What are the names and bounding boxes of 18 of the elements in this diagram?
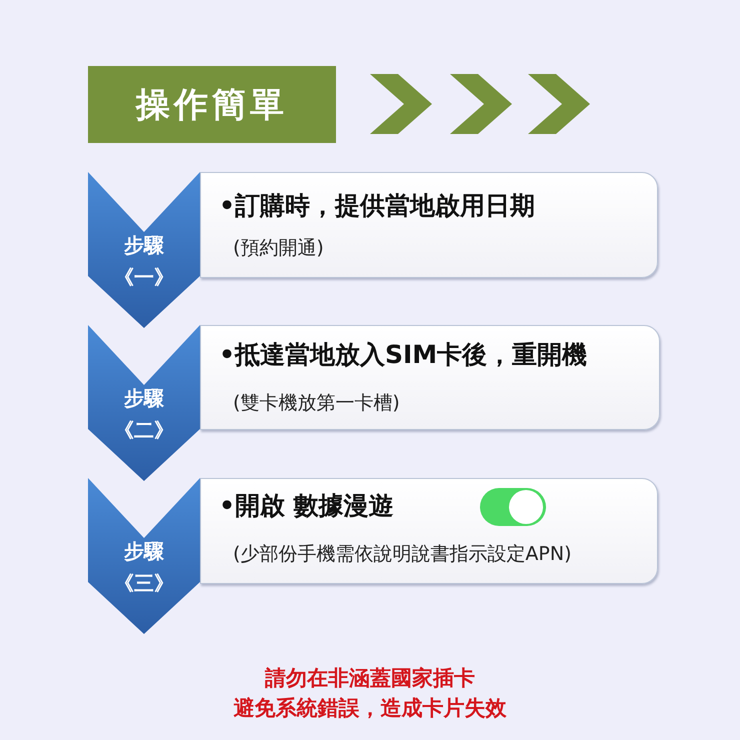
step-note: (雙卡機放第一卡槽) bbox=[233, 391, 400, 416]
step-banner bbox=[88, 325, 200, 481]
step-note: (預約開通) bbox=[233, 236, 324, 261]
title-banner: 操作簡單 bbox=[88, 66, 336, 143]
step-heading: •開啟 數據漫遊 bbox=[219, 490, 394, 522]
step-banner bbox=[88, 172, 200, 328]
step-label: 步驟 bbox=[123, 538, 165, 565]
step-number: 《一》 bbox=[113, 264, 175, 291]
step-number: 《三》 bbox=[113, 570, 175, 597]
step-heading: •抵達當地放入SIM卡後，重開機 bbox=[219, 339, 588, 371]
warning-note: 請勿在非涵蓋國家插卡 bbox=[264, 665, 476, 692]
step-label: 步驟 bbox=[123, 385, 165, 412]
step-banner bbox=[88, 478, 200, 634]
step-label: 步驟 bbox=[123, 232, 165, 259]
warning-note: 避免系統錯誤，造成卡片失效 bbox=[232, 695, 508, 722]
step-number: 《二》 bbox=[113, 417, 175, 444]
step-heading: •訂購時，提供當地啟用日期 bbox=[219, 190, 535, 222]
step-note: (少部份手機需依說明說書指示設定APN) bbox=[233, 542, 572, 567]
